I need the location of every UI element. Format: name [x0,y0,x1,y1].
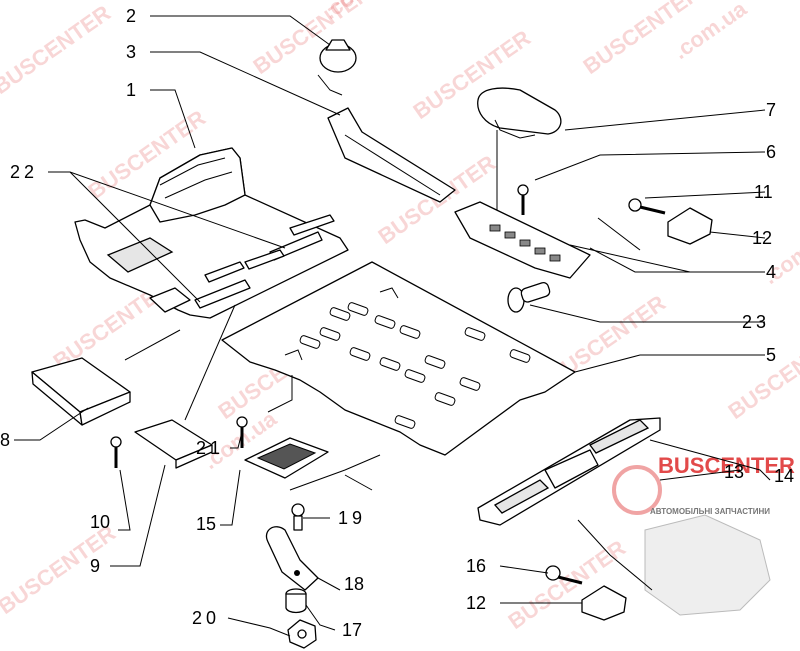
callout-4: 4 [766,262,776,282]
part-12-caps [581,207,713,621]
part-15-grille [244,437,329,479]
callout-3: 3 [126,42,136,62]
callout-9: 9 [90,556,100,576]
watermark-text-1: BUSCENTER [0,0,115,99]
part-9-cover-plate [134,419,213,469]
callout-6: 6 [766,142,776,162]
watermark-text-11: BUSCENTER [0,520,120,619]
watermark-domain-1: .com.ua [319,0,402,24]
callout-22: 22 [10,162,38,182]
part-3-step-strip [317,74,456,203]
part-8-plug-cover [31,357,131,426]
part-14-side-sill [477,417,661,526]
logo-name: BUSCENTER [658,453,795,478]
callout-17: 17 [342,620,362,640]
callout-11: 11 [754,182,773,202]
callout-13: 13 [724,462,744,482]
callout-21: 21 [196,438,224,458]
part-1-floor-covering [74,147,349,319]
callout-18: 18 [344,574,364,594]
part-4-rear-step-plate [454,201,591,279]
callout-16: 16 [466,556,486,576]
screw-parts [110,184,666,585]
callout-20: 20 [192,608,220,628]
callout-5: 5 [766,345,776,365]
callout-12-bottom: 12 [466,593,486,613]
buscenter-logo: BUSCENTER АВТОМОБІЛЬНІ ЗАПЧАСТИНИ [612,453,795,616]
part-17-bushing [285,588,307,614]
callout-2: 2 [126,6,136,26]
callout-15: 15 [196,514,216,534]
callout-8: 8 [0,430,10,450]
callout-labels: 2 3 1 22 7 6 11 12 4 23 5 8 21 13 14 10 … [0,6,794,640]
callout-14: 14 [774,466,794,486]
logo-tagline: АВТОМОБІЛЬНІ ЗАПЧАСТИНИ [650,507,770,516]
part-20-nut [287,619,317,649]
part-7-cover-cap [477,87,562,139]
cargo-floor-ribs [299,302,531,429]
callout-12-top: 12 [752,228,772,248]
part-18-bracket [265,526,319,591]
callout-23: 23 [742,312,770,332]
watermark-text-3: BUSCENTER [249,0,376,79]
callout-7: 7 [766,100,776,120]
callout-19: 19 [338,508,366,528]
watermark-text-12: BUSCENTER [504,535,631,634]
callout-10: 10 [90,512,110,532]
part-5-cargo-floor-panel [221,261,576,456]
watermark-text-10: BUSCENTER [724,325,800,424]
callout-1: 1 [126,80,136,100]
part-2-push-clip [319,39,357,73]
leader-lines [14,15,771,637]
